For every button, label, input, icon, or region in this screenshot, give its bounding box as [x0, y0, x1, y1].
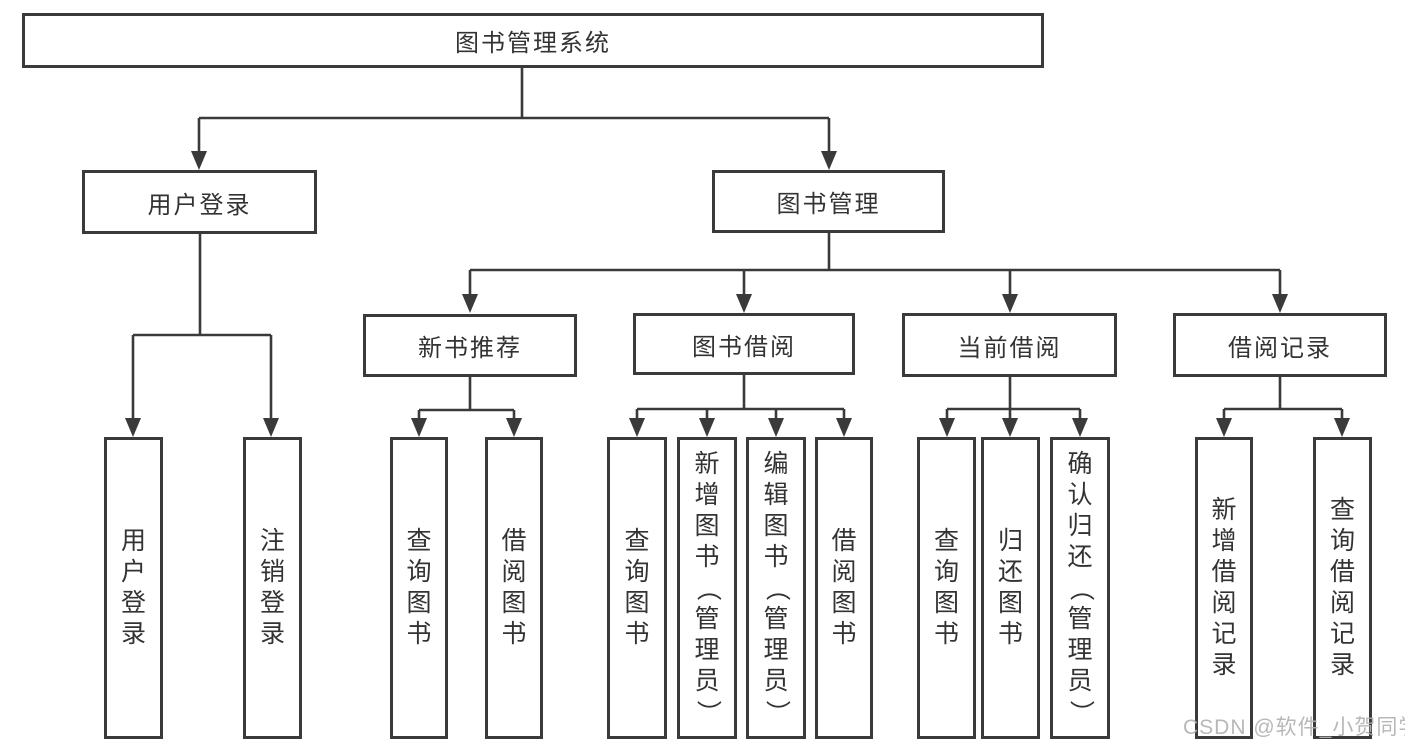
node-label-leaf-logout: 注销登录	[259, 527, 285, 648]
diagram-node-leaf-logout: 注销登录	[243, 437, 302, 739]
arrowhead-down-icon	[939, 418, 955, 437]
connector-new-book-rec-to-children	[417, 377, 516, 431]
diagram-node-leaf-borrow-books-rec: 借阅图书	[485, 437, 543, 739]
node-label-leaf-add-borrow-record: 新增借阅记录	[1211, 496, 1237, 679]
arrowhead-down-icon	[821, 151, 837, 170]
connector-borrowing-records-to-children	[1222, 377, 1344, 431]
csdn-watermark: CSDN @软件_小贺同学	[1183, 716, 1405, 739]
node-label-leaf-query-books-rec: 查询图书	[406, 527, 432, 648]
arrowhead-down-icon	[699, 418, 715, 437]
arrowhead-down-icon	[462, 294, 478, 313]
arrowhead-down-icon	[629, 418, 645, 437]
node-label-leaf-borrow-books: 借阅图书	[831, 527, 857, 648]
node-label-new-book-rec: 新书推荐	[418, 335, 522, 362]
arrowhead-down-icon	[836, 418, 852, 437]
diagram-node-book-mgmt: 图书管理	[712, 170, 945, 233]
arrowhead-down-icon	[506, 418, 522, 437]
node-label-user-login: 用户登录	[147, 191, 252, 219]
arrowhead-down-icon	[1272, 294, 1288, 313]
arrowhead-down-icon	[1002, 294, 1018, 313]
diagram-node-leaf-user-login: 用户登录	[104, 437, 163, 739]
diagram-node-leaf-borrow-books: 借阅图书	[815, 437, 873, 739]
node-label-leaf-query-books-cur: 查询图书	[933, 527, 959, 648]
arrowhead-down-icon	[1072, 418, 1088, 437]
node-label-leaf-query-borrow-record: 查询借阅记录	[1329, 496, 1355, 679]
node-label-book-borrowing: 图书借阅	[692, 333, 796, 361]
node-label-leaf-add-books-admin: 新增图书（管理员）	[693, 449, 722, 725]
arrowhead-down-icon	[736, 294, 752, 313]
node-label-leaf-confirm-return-admin: 确认归还（管理员）	[1066, 449, 1095, 725]
arrowhead-down-icon	[191, 151, 207, 170]
diagram-node-leaf-query-borrow-record: 查询借阅记录	[1313, 437, 1372, 739]
node-label-leaf-borrow-books-rec: 借阅图书	[501, 527, 527, 648]
arrowhead-down-icon	[125, 418, 141, 437]
diagram-node-leaf-query-books-cur: 查询图书	[917, 437, 976, 739]
diagram-node-leaf-edit-books-admin: 编辑图书（管理员）	[746, 437, 806, 739]
node-label-book-mgmt: 图书管理	[776, 191, 881, 218]
diagram-node-current-borrowing: 当前借阅	[902, 313, 1117, 377]
node-label-leaf-edit-books-admin: 编辑图书（管理员）	[762, 449, 791, 725]
diagram-node-leaf-return-books: 归还图书	[981, 437, 1040, 739]
connector-book-borrowing-to-children	[635, 375, 846, 431]
diagram-node-leaf-add-books-admin: 新增图书（管理员）	[677, 437, 737, 739]
diagram-node-book-borrowing: 图书借阅	[633, 313, 855, 375]
diagram-node-leaf-confirm-return-admin: 确认归还（管理员）	[1050, 437, 1110, 739]
node-label-leaf-user-login: 用户登录	[120, 527, 146, 648]
connector-user-login-to-children	[131, 234, 273, 431]
arrowhead-down-icon	[1002, 418, 1018, 437]
arrowhead-down-icon	[1216, 418, 1232, 437]
connector-book-mgmt-to-level3	[468, 233, 1282, 308]
diagram-node-user-login: 用户登录	[82, 170, 317, 234]
node-label-borrowing-records: 借阅记录	[1228, 334, 1332, 362]
diagram-node-borrowing-records: 借阅记录	[1173, 313, 1387, 377]
diagram-node-leaf-add-borrow-record: 新增借阅记录	[1195, 437, 1253, 739]
diagram-node-leaf-query-books-borrow: 查询图书	[607, 437, 667, 739]
diagram-node-new-book-rec: 新书推荐	[363, 314, 577, 377]
connector-root-to-level2	[197, 68, 831, 164]
arrowhead-down-icon	[768, 418, 784, 437]
node-label-leaf-query-books-borrow: 查询图书	[624, 527, 650, 648]
diagram-node-leaf-query-books-rec: 查询图书	[390, 437, 448, 739]
node-label-current-borrowing: 当前借阅	[957, 334, 1062, 362]
arrowhead-down-icon	[263, 418, 279, 437]
node-label-root: 图书管理系统	[455, 30, 611, 57]
arrowhead-down-icon	[411, 418, 427, 437]
arrowhead-down-icon	[1334, 418, 1350, 437]
node-label-leaf-return-books: 归还图书	[997, 527, 1023, 648]
diagram-node-root: 图书管理系统	[22, 13, 1044, 68]
